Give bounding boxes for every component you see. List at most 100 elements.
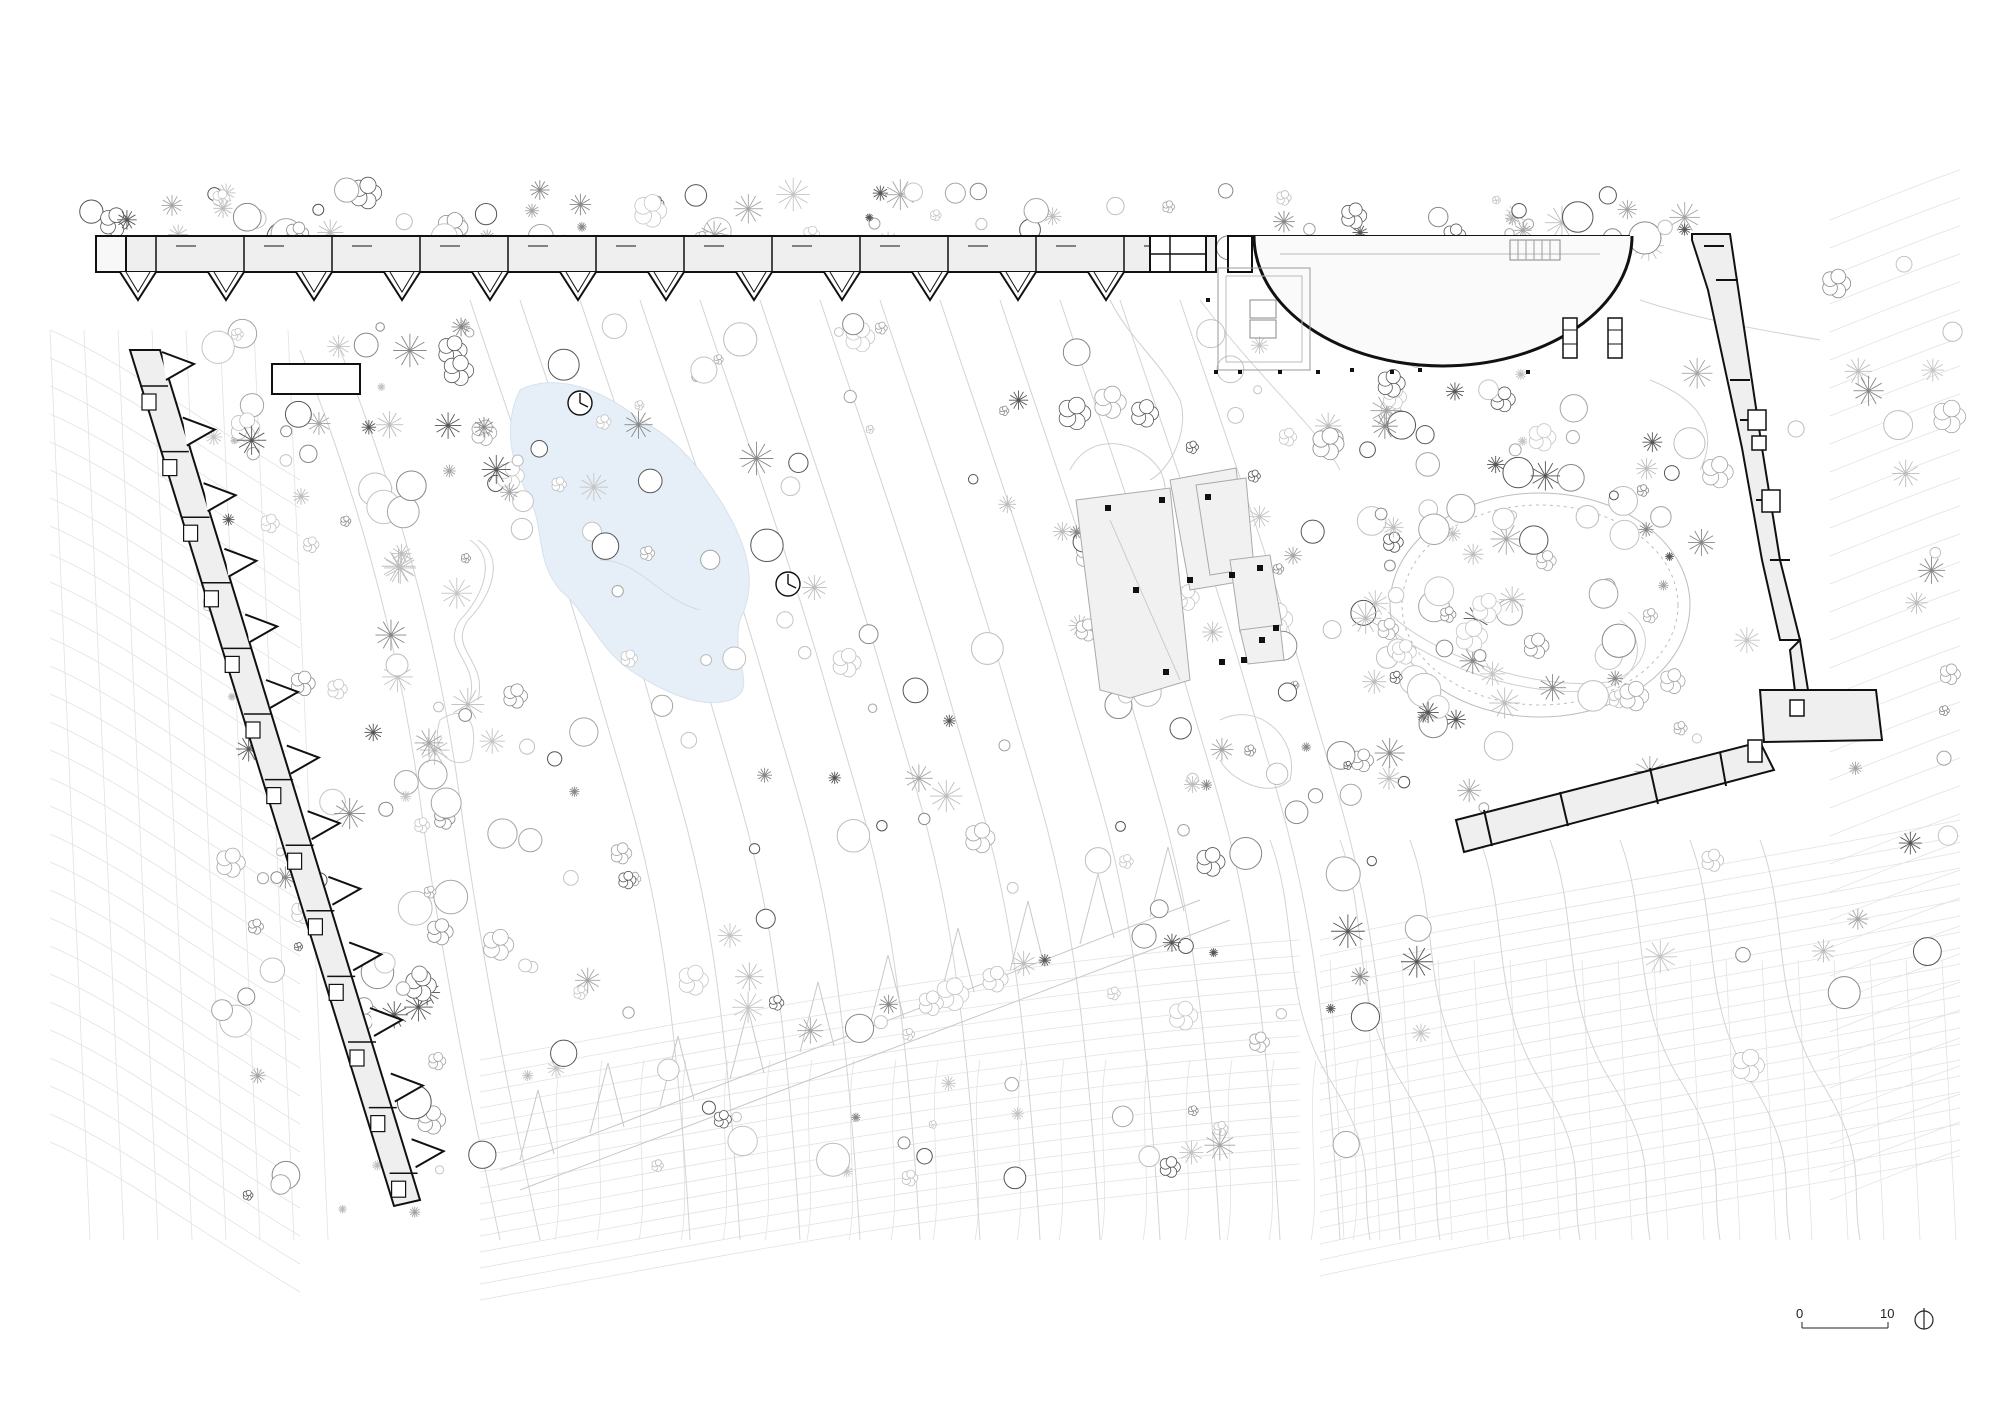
tree-icon bbox=[1244, 744, 1257, 757]
tree-icon bbox=[618, 870, 637, 890]
tree-icon bbox=[1149, 899, 1169, 919]
tree-icon bbox=[270, 1174, 291, 1195]
tree-icon bbox=[1111, 1105, 1134, 1128]
tree-icon bbox=[1598, 186, 1617, 205]
tree-icon bbox=[280, 425, 293, 438]
tree-icon bbox=[801, 575, 827, 601]
tree-icon bbox=[1515, 368, 1527, 380]
tree-icon bbox=[1522, 218, 1535, 230]
tree-icon bbox=[941, 1076, 956, 1091]
dormitory-unit bbox=[140, 351, 197, 411]
tree-icon bbox=[1387, 410, 1417, 440]
tree-icon bbox=[396, 470, 427, 502]
tree-icon bbox=[230, 412, 261, 443]
tree-icon bbox=[970, 632, 1004, 665]
tree-icon bbox=[1608, 490, 1619, 501]
top-wing-end bbox=[95, 235, 127, 273]
tree-icon bbox=[1273, 210, 1295, 233]
tree-icon bbox=[999, 405, 1010, 416]
tree-icon bbox=[843, 389, 857, 404]
tree-icon bbox=[1350, 1002, 1381, 1032]
tree-icon bbox=[1418, 513, 1450, 546]
tree-icon bbox=[1253, 385, 1263, 395]
tree-icon bbox=[1473, 649, 1487, 663]
tree-icon bbox=[496, 461, 525, 490]
dormitory-unit bbox=[735, 236, 812, 302]
dormitory-unit bbox=[244, 679, 301, 739]
tree-icon bbox=[1937, 825, 1958, 846]
tree-icon bbox=[231, 327, 244, 341]
tree-icon bbox=[1162, 200, 1176, 214]
tree-icon bbox=[201, 330, 235, 364]
tree-icon bbox=[1343, 760, 1353, 770]
column bbox=[1105, 505, 1111, 511]
tree-icon bbox=[423, 885, 437, 899]
tree-icon bbox=[1107, 986, 1121, 1001]
tree-icon bbox=[1673, 427, 1706, 460]
tree-icon bbox=[1008, 390, 1029, 410]
tree-icon bbox=[395, 213, 413, 231]
tree-icon bbox=[458, 708, 473, 722]
tree-icon bbox=[836, 819, 871, 853]
tree-icon bbox=[1131, 399, 1159, 428]
tree-icon bbox=[395, 981, 411, 996]
tree-icon bbox=[1701, 848, 1725, 872]
tree-icon bbox=[1638, 521, 1654, 537]
tree-icon bbox=[547, 751, 563, 767]
column bbox=[1219, 659, 1225, 665]
tree-icon bbox=[1177, 823, 1190, 837]
tree-icon bbox=[1939, 705, 1950, 716]
tree-icon bbox=[1248, 469, 1261, 483]
tree-icon bbox=[1359, 441, 1376, 459]
tree-icon bbox=[1204, 1129, 1236, 1161]
tree-icon bbox=[393, 769, 419, 795]
tree-icon bbox=[547, 348, 580, 381]
tree-icon bbox=[414, 817, 431, 834]
tree-icon bbox=[1162, 933, 1181, 952]
tree-icon bbox=[294, 942, 304, 952]
ring-garden bbox=[1389, 492, 1691, 718]
top-wing-link bbox=[1227, 235, 1253, 273]
tree-icon bbox=[905, 764, 933, 793]
tree-icon bbox=[624, 410, 653, 439]
tree-icon bbox=[1575, 504, 1600, 529]
tree-icon bbox=[1115, 821, 1126, 832]
tree-icon bbox=[1514, 221, 1532, 239]
tree-icon bbox=[468, 1140, 497, 1169]
tree-icon bbox=[851, 1112, 861, 1123]
tree-icon bbox=[1196, 847, 1226, 877]
tree-icon bbox=[1275, 1008, 1288, 1020]
tree-icon bbox=[1400, 945, 1433, 978]
tree-icon bbox=[1898, 831, 1922, 855]
dormitory-unit bbox=[223, 613, 280, 674]
tree-icon bbox=[872, 185, 888, 201]
tree-icon bbox=[1811, 939, 1836, 963]
tree-icon bbox=[483, 929, 515, 961]
tree-icon bbox=[982, 965, 1009, 993]
tree-icon bbox=[828, 771, 841, 785]
tree-icon bbox=[1929, 546, 1942, 559]
tree-icon bbox=[733, 194, 763, 224]
tree-icon bbox=[879, 994, 899, 1014]
tree-icon bbox=[1196, 319, 1226, 349]
tree-icon bbox=[965, 822, 996, 854]
tree-icon bbox=[1446, 493, 1476, 523]
tree-icon bbox=[601, 313, 628, 339]
tree-icon bbox=[375, 619, 407, 651]
tree-icon bbox=[292, 488, 310, 505]
tree-icon bbox=[386, 495, 420, 529]
tree-icon bbox=[1169, 717, 1192, 740]
tree-icon bbox=[1273, 563, 1285, 575]
tree-icon bbox=[256, 872, 270, 885]
tree-icon bbox=[739, 441, 774, 476]
tree-icon bbox=[1084, 847, 1112, 874]
tree-icon bbox=[1562, 201, 1594, 233]
tree-icon bbox=[1003, 1166, 1027, 1190]
column bbox=[1214, 370, 1218, 374]
tree-icon bbox=[700, 654, 713, 666]
tree-icon bbox=[1735, 946, 1751, 963]
tree-icon bbox=[1038, 953, 1052, 967]
tree-icon bbox=[1004, 1077, 1019, 1092]
tree-icon bbox=[998, 495, 1017, 514]
tree-icon bbox=[100, 207, 130, 238]
